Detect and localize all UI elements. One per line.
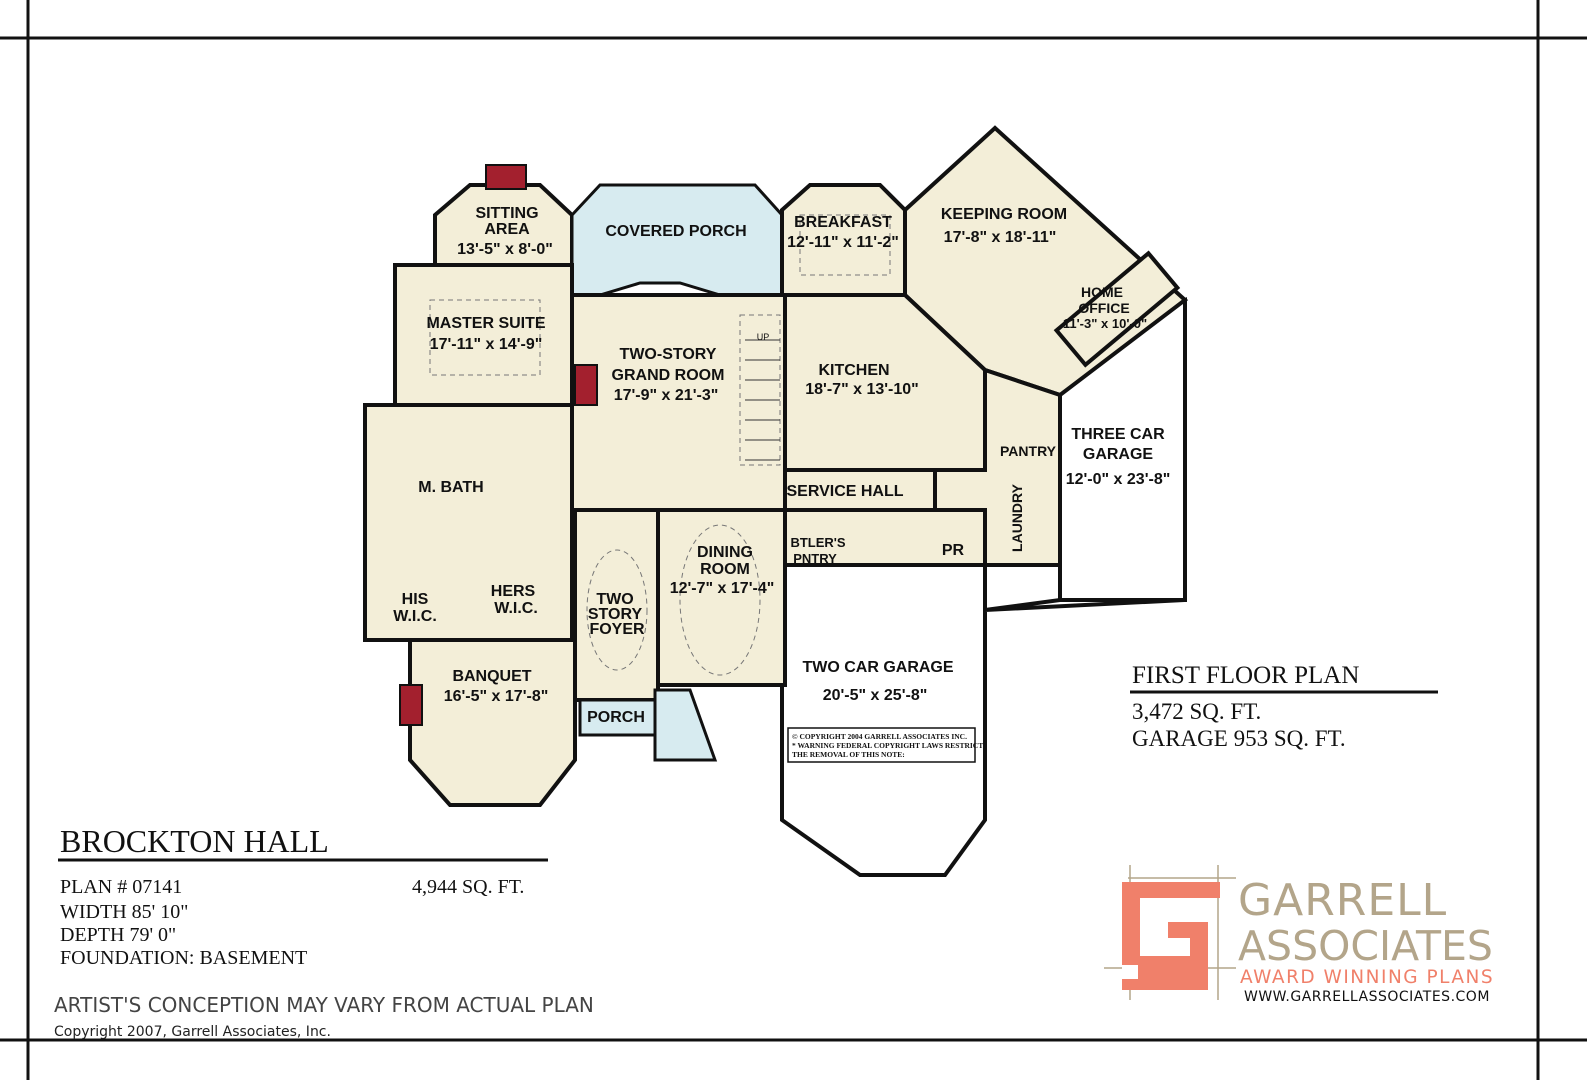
room-name: HIS <box>402 591 429 608</box>
floor-title: FIRST FLOOR PLAN <box>1132 662 1359 689</box>
total-sqft: 4,944 SQ. FT. <box>412 876 524 898</box>
stair-up-label: UP <box>757 332 770 342</box>
room-name: KITCHEN <box>818 362 889 379</box>
room-dims: 20'-5" x 25'-8" <box>823 687 928 704</box>
fireplace-icon <box>574 364 598 406</box>
room-name: DINING <box>697 544 753 561</box>
room-name: PANTRY <box>1000 443 1057 459</box>
bath-closets <box>363 403 574 642</box>
master-suite <box>393 263 574 407</box>
room-name: FOYER <box>589 621 645 638</box>
butlers-pantry-pr <box>783 508 987 567</box>
room-name: LAUNDRY <box>1009 483 1025 552</box>
depth: DEPTH 79' 0" <box>60 924 176 946</box>
room-name: KEEPING ROOM <box>941 206 1067 223</box>
plan-number: PLAN # 07141 <box>60 876 182 898</box>
room-name: M. BATH <box>418 479 483 496</box>
room-labels: SITTING AREA 13'-5" x 8'-0" COVERED PORC… <box>393 205 1170 726</box>
room-name: ROOM <box>700 561 750 578</box>
room-dims: 12'-0" x 23'-8" <box>1066 471 1171 488</box>
fireplace-icon <box>399 684 423 726</box>
room-name: COVERED PORCH <box>605 223 746 240</box>
front-porch <box>578 698 657 737</box>
room-name: SITTING <box>475 205 538 222</box>
room-name: PNTRY <box>793 551 837 566</box>
room-name: PORCH <box>587 709 645 726</box>
room-name: THREE CAR <box>1071 426 1165 443</box>
home-office <box>1053 250 1181 368</box>
room-dims: 16'-5" x 17'-8" <box>444 688 549 705</box>
svg-text:THE REMOVAL OF THIS NOTE:: THE REMOVAL OF THIS NOTE: <box>792 750 905 759</box>
dining-room <box>656 508 787 687</box>
room-dims: 18'-7" x 13'-10" <box>805 381 919 398</box>
garrell-logo: GARRELL ASSOCIATES AWARD WINNING PLANS W… <box>1104 865 1494 1005</box>
room-name: TWO <box>596 591 633 608</box>
grand-room <box>570 293 787 512</box>
svg-text:ASSOCIATES: ASSOCIATES <box>1238 922 1493 970</box>
garage-sqft: GARAGE 953 SQ. FT. <box>1132 726 1346 751</box>
floor-plan: UP SITTING AREA 13'-5" x 8'-0" COVERED P… <box>363 125 1189 877</box>
room-name: BANQUET <box>452 668 531 685</box>
svg-text:* WARNING FEDERAL COPYRIGHT LA: * WARNING FEDERAL COPYRIGHT LAWS RESTRIC… <box>792 741 983 750</box>
floor-info: FIRST FLOOR PLAN 3,472 SQ. FT. GARAGE 95… <box>1130 662 1438 751</box>
banquet <box>408 638 577 807</box>
room-name: PR <box>942 542 965 559</box>
room-name: W.I.C. <box>494 600 538 617</box>
svg-text:AWARD WINNING PLANS: AWARD WINNING PLANS <box>1240 967 1494 988</box>
room-name: HERS <box>491 583 536 600</box>
room-dims: 17'-9" x 21'-3" <box>614 387 719 404</box>
floor-sqft: 3,472 SQ. FT. <box>1132 699 1261 724</box>
room-name: TWO CAR GARAGE <box>802 659 953 676</box>
copyright-note: © COPYRIGHT 2004 GARRELL ASSOCIATES INC.… <box>787 727 983 763</box>
room-name: BREAKFAST <box>794 214 892 231</box>
room-dims: 11'-3" x 10'-0" <box>1063 316 1147 331</box>
room-dims: 13'-5" x 8'-0" <box>457 241 553 258</box>
stairs <box>745 339 780 461</box>
room-name: TWO-STORY <box>620 346 717 363</box>
room-dims: 17'-11" x 14'-9" <box>430 336 543 353</box>
front-steps <box>653 688 718 762</box>
room-name: HOME <box>1081 284 1123 300</box>
room-name: SERVICE HALL <box>786 483 903 500</box>
svg-text:GARRELL: GARRELL <box>1238 875 1447 926</box>
room-name: GRAND ROOM <box>612 367 725 384</box>
room-name: BTLER'S <box>790 535 845 550</box>
room-dims: 12'-11" x 11'-2" <box>787 234 899 251</box>
room-name: AREA <box>484 221 530 238</box>
room-dims: 12'-7" x 17'-4" <box>670 580 775 597</box>
svg-text:© COPYRIGHT 2004 GARRELL ASSOC: © COPYRIGHT 2004 GARRELL ASSOCIATES INC. <box>792 732 967 741</box>
room-name: W.I.C. <box>393 608 437 625</box>
room-name: STORY <box>588 606 643 623</box>
two-car-garage <box>780 555 1187 877</box>
covered-porch <box>570 183 784 297</box>
room-dims: 17'-8" x 18'-11" <box>944 229 1057 246</box>
disclaimer: ARTIST'S CONCEPTION MAY VARY FROM ACTUAL… <box>54 993 594 1017</box>
house-name: BROCKTON HALL <box>60 823 329 859</box>
copyright: Copyright 2007, Garrell Associates, Inc. <box>54 1024 331 1040</box>
room-name: OFFICE <box>1078 300 1129 316</box>
room-name: GARAGE <box>1083 446 1154 463</box>
room-name: MASTER SUITE <box>426 315 545 332</box>
house-info: BROCKTON HALL PLAN # 07141 WIDTH 85' 10"… <box>54 823 594 1040</box>
website-url: WWW.GARRELLASSOCIATES.COM <box>1244 989 1490 1005</box>
fireplace-icon <box>485 164 527 190</box>
width: WIDTH 85' 10" <box>60 901 188 923</box>
foundation: FOUNDATION: BASEMENT <box>60 947 307 969</box>
